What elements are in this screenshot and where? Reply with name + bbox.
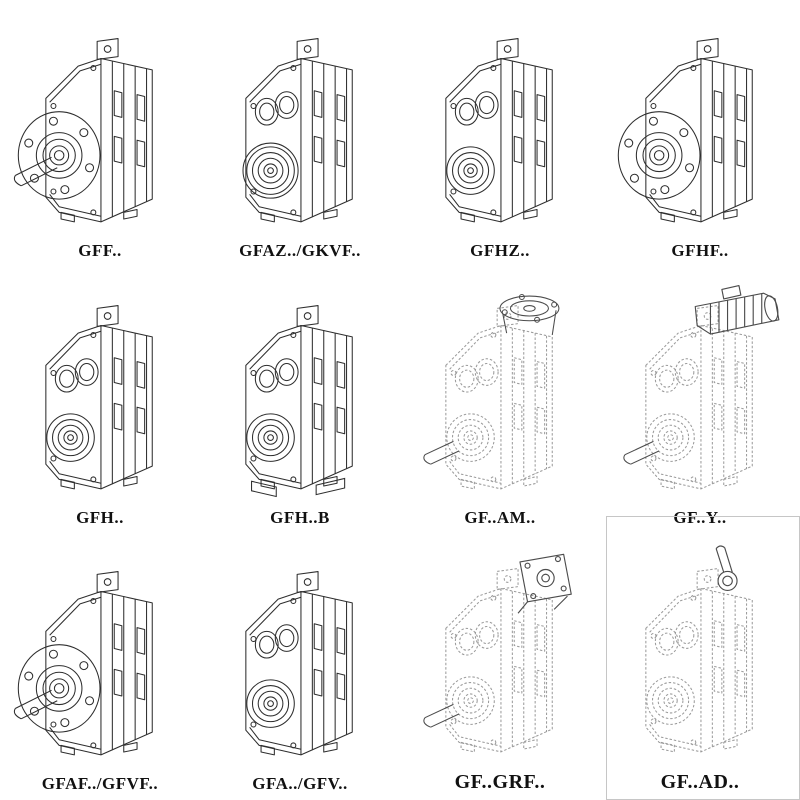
square-input-adapter [517, 553, 572, 614]
catalog-cell-gfa: GFA../GFV.. [200, 534, 400, 800]
catalog-cell-gf-grf: GF..GRF.. [400, 534, 600, 800]
bearing-face [246, 624, 299, 728]
model-label: GFHZ.. [470, 241, 530, 260]
gear-housing-outline [45, 38, 153, 223]
output-flange [617, 111, 701, 200]
catalog-cell-gfhz: GFHZ.. [400, 0, 600, 267]
bearing-boss-ring [242, 142, 299, 199]
model-label: GF..Y.. [673, 508, 727, 527]
iec-adapter-flange [499, 294, 560, 336]
bearing-face [646, 621, 699, 725]
gear-housing-outline [645, 305, 753, 490]
gearbox-drawing-input-shaft [645, 545, 753, 753]
model-label: GFF.. [78, 241, 122, 260]
gearbox-drawing-hollow-shaft [445, 38, 553, 223]
model-label: GFH.. [76, 508, 124, 527]
gearbox-drawing-flange-shaft [13, 38, 153, 223]
gearbox-drawing-hollow-shaft [242, 38, 353, 223]
model-label: GFAZ../GKVF.. [239, 241, 361, 260]
gearbox-drawing-hollow-shaft [45, 305, 153, 490]
catalog-cell-gfh-b: GFH..B [200, 267, 400, 534]
gear-housing-outline [445, 305, 553, 490]
model-label: GF..AM.. [464, 508, 536, 527]
bearing-face [246, 358, 299, 462]
bearing-face [446, 91, 499, 195]
model-label: GFHF.. [671, 241, 729, 260]
catalog-cell-gfh: GFH.. [0, 267, 200, 534]
model-label: GF..GRF.. [454, 771, 546, 793]
gear-housing-outline [645, 568, 753, 753]
gear-housing-outline [245, 38, 353, 223]
bearing-face [646, 358, 699, 462]
gear-housing-outline [445, 38, 553, 223]
catalog-cell-gfhf: GFHF.. [600, 0, 800, 267]
gear-housing-outline [445, 568, 553, 753]
catalog-cell-gf-y: GF..Y.. [600, 267, 800, 534]
gearbox-drawing-iec-adapter [423, 294, 560, 490]
gearbox-drawing-flange [617, 38, 753, 223]
bearing-face [46, 358, 99, 462]
output-flange [17, 111, 101, 200]
electric-motor [694, 285, 781, 335]
gear-housing-outline [45, 305, 153, 490]
gearbox-drawing-hollow-shaft-base [245, 305, 353, 498]
free-input-shaft [715, 545, 738, 591]
catalog-cell-gf-am: GF..AM.. [400, 267, 600, 534]
model-label: GFA../GFV.. [252, 774, 348, 793]
catalog-cell-gfaf: GFAF../GFVF.. [0, 534, 200, 800]
gear-housing-outline [645, 38, 753, 223]
model-label: GF..AD.. [660, 771, 740, 793]
gearbox-drawing-motor-mounted [623, 285, 781, 490]
gear-housing-outline [245, 571, 353, 756]
gearbox-drawing-square-adapter [423, 553, 572, 753]
catalog-cell-gf-ad: GF..AD.. [600, 534, 800, 800]
gearbox-drawing-hollow-shaft [245, 571, 353, 756]
catalog-cell-gfaz: GFAZ../GKVF.. [200, 0, 400, 267]
model-label: GFH..B [270, 508, 330, 527]
output-flange [17, 644, 101, 733]
model-label: GFAF../GFVF.. [41, 774, 159, 793]
gearbox-drawing-flange-shaft [13, 571, 153, 756]
bearing-face [446, 358, 499, 462]
gear-housing-outline [245, 305, 353, 490]
catalog-cell-gff: GFF.. [0, 0, 200, 267]
gear-housing-outline [45, 571, 153, 756]
bearing-face [446, 621, 499, 725]
